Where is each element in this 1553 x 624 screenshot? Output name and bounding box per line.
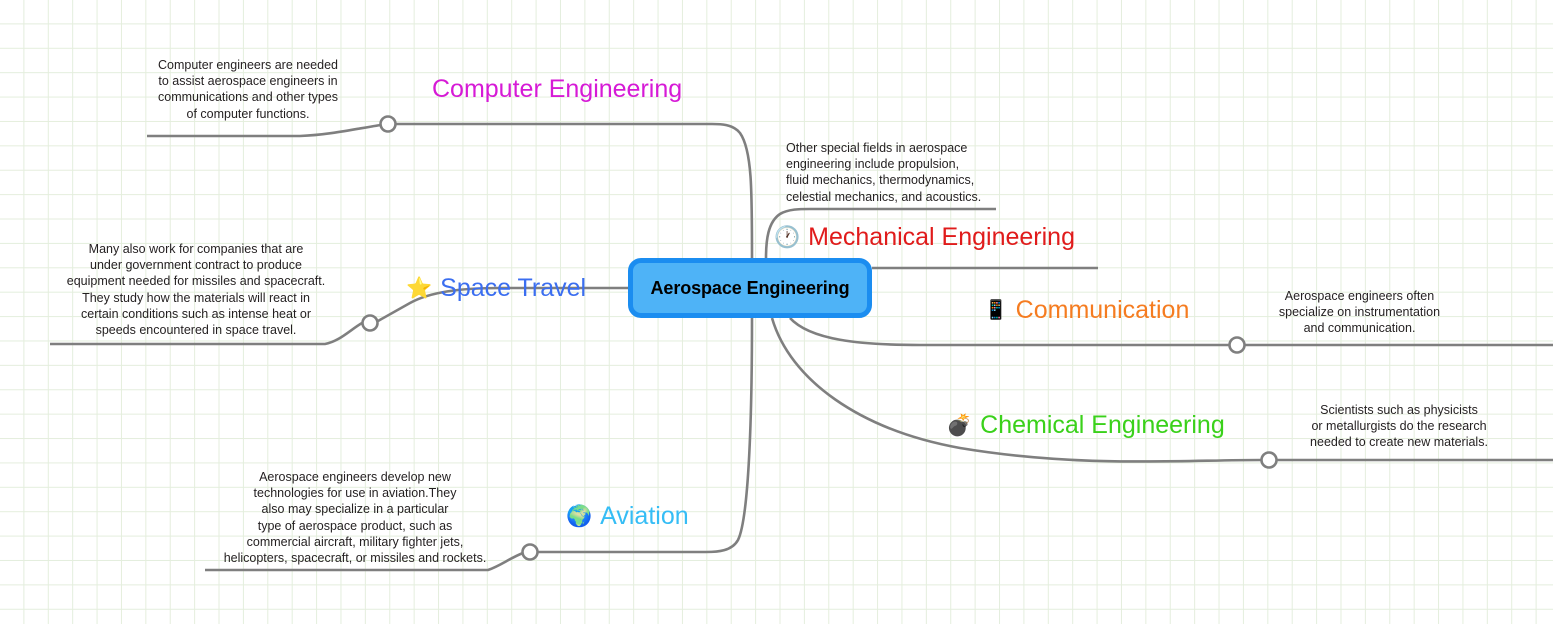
note-mechanical-engineering: Other special fields in aerospace engine… <box>786 141 982 204</box>
branch-computer-engineering[interactable]: Computer Engineering <box>424 77 682 102</box>
branch-aviation[interactable]: 🌍 Aviation <box>566 504 689 529</box>
note-computer-engineering: Computer engineers are needed to assist … <box>158 58 338 121</box>
wire-computer-engineering-tail <box>147 123 382 138</box>
junction-node-computer-engineering <box>379 115 397 133</box>
branch-label-mechanical-engineering: Mechanical Engineering <box>808 223 1075 251</box>
central-node[interactable]: Aerospace Engineering <box>628 258 872 318</box>
branch-label-computer-engineering: Computer Engineering <box>432 75 683 103</box>
wire-chemical-engineering <box>770 317 1263 463</box>
branch-space-travel[interactable]: ⭐ Space Travel <box>406 276 586 301</box>
wire-computer-engineering <box>396 122 754 259</box>
branch-label-space-travel: Space Travel <box>440 274 587 302</box>
mobile-phone-icon: 📱 <box>984 300 1008 321</box>
note-communication: Aerospace engineers often specialize on … <box>1278 289 1441 336</box>
branch-communication[interactable]: 📱 Communication <box>984 298 1189 323</box>
junction-node-chemical-engineering <box>1260 451 1278 469</box>
central-node-label: Aerospace Engineering <box>650 277 850 298</box>
junction-node-space-travel <box>361 314 379 332</box>
bomb-icon: 💣 <box>946 414 973 437</box>
clock-icon: 🕐 <box>774 226 801 249</box>
star-icon: ⭐ <box>406 277 433 300</box>
junction-node-aviation <box>521 543 539 561</box>
branch-label-chemical-engineering: Chemical Engineering <box>980 411 1225 439</box>
branch-label-communication: Communication <box>1015 296 1190 324</box>
branch-label-aviation: Aviation <box>600 502 689 530</box>
note-space-travel: Many also work for companies that are un… <box>66 242 326 338</box>
globe-icon: 🌍 <box>566 505 593 528</box>
junction-node-communication <box>1228 336 1246 354</box>
note-aviation: Aerospace engineers develop new technolo… <box>223 470 487 566</box>
branch-chemical-engineering[interactable]: 💣 Chemical Engineering <box>946 413 1225 438</box>
branch-mechanical-engineering[interactable]: 🕐 Mechanical Engineering <box>774 225 1075 250</box>
note-chemical-engineering: Scientists such as physicists or metallu… <box>1310 403 1488 450</box>
